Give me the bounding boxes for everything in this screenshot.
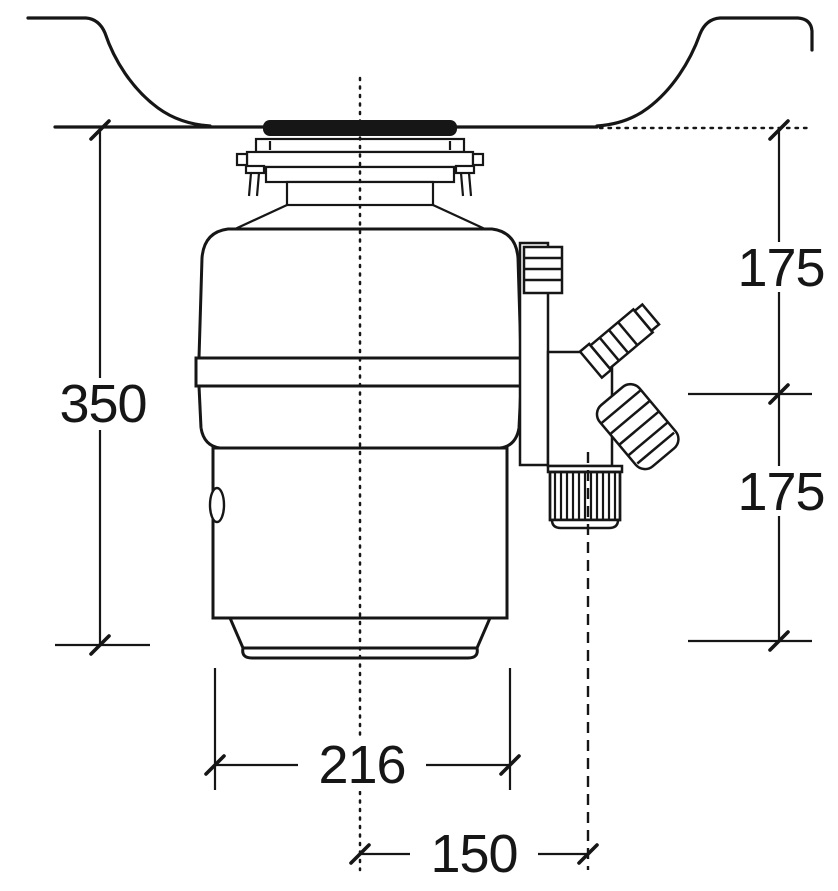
dishwasher-inlet-barb	[522, 245, 564, 295]
mounting-screw-right	[454, 164, 476, 197]
dim-150-label: 150	[430, 824, 517, 884]
mid-housing-left	[197, 385, 203, 429]
reset-button	[208, 486, 226, 524]
mounting-screw-left	[244, 164, 266, 197]
neck-collar	[285, 180, 435, 207]
neck-flare-left	[234, 204, 288, 230]
dim-175-upper-label: 175	[737, 238, 824, 298]
threaded-outlet	[546, 464, 624, 530]
sink-right-wall	[595, 16, 814, 128]
body-band	[194, 356, 526, 388]
swivel-nut	[595, 382, 680, 471]
dimension-150: 150	[349, 824, 599, 884]
sink-outline	[26, 16, 814, 129]
dim-175-upper-label-bg	[735, 242, 827, 292]
sink-left-wall	[26, 16, 212, 128]
mounting-tab-right	[471, 152, 485, 167]
dim-175-lower-label-bg	[735, 466, 827, 516]
neck-flare-right	[432, 204, 486, 230]
base-foot	[241, 646, 479, 660]
dim-350-label: 350	[59, 374, 146, 434]
dim-350-label-bg	[56, 378, 150, 430]
dim-216-label-bg	[298, 739, 426, 791]
lower-canister	[211, 446, 509, 620]
hose-barb-angled	[578, 302, 661, 380]
dim-150-label-bg	[410, 828, 538, 880]
dimension-216: 216	[204, 668, 521, 795]
dim-175-lower-label: 175	[737, 462, 824, 522]
mounting-tab-left	[235, 152, 249, 167]
dimension-175-pair: 175 175	[688, 119, 827, 652]
dim-216-label: 216	[318, 735, 405, 795]
dimension-350: 350	[55, 119, 150, 656]
outlet-plumbing	[518, 241, 680, 530]
